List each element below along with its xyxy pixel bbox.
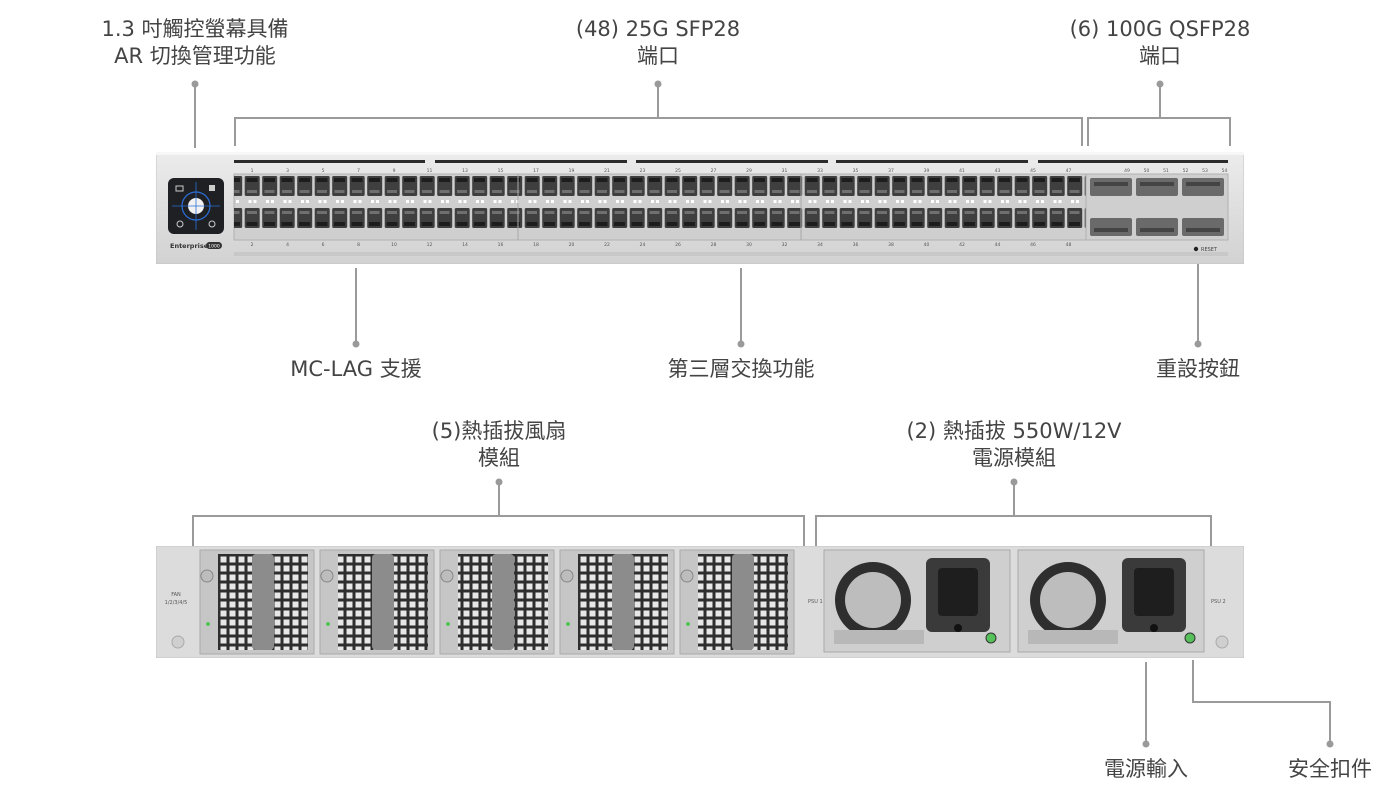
port-label-41: 41 [959, 168, 965, 174]
callout-sfp28-ports: (48) 25G SFP28 端口 [548, 16, 768, 70]
callout-qsfp28-line2: 端口 [1139, 44, 1181, 68]
callout-power-input: 電源輸入 [1104, 757, 1188, 781]
port-label-2: 2 [251, 242, 254, 248]
port-label-46: 46 [1030, 242, 1036, 248]
psu1-label: PSU 1 [808, 599, 823, 605]
callout-sfp28-line1: (48) 25G SFP28 [575, 17, 741, 41]
qsfp-number-labels: 49 50 51 52 53 54 [1124, 168, 1227, 174]
port-label-35: 35 [853, 168, 859, 174]
qsfp-label-50: 50 [1144, 168, 1150, 174]
callout-sfp28-line2: 端口 [637, 44, 679, 68]
port-label-30: 30 [746, 242, 752, 248]
port-label-13: 13 [462, 168, 468, 174]
callout-reset-button: 重設按鈕 [1156, 357, 1240, 381]
port-label-1: 1 [251, 168, 254, 174]
touchscreen-icon[interactable] [168, 178, 224, 234]
port-label-23: 23 [640, 168, 646, 174]
callout-touchscreen-line2: AR 切換管理功能 [114, 44, 276, 68]
fan-modules[interactable] [199, 549, 795, 655]
callout-psu-line1: (2) 熱插拔 550W/12V [906, 419, 1122, 443]
brand-label: Enterprise [170, 242, 209, 250]
callout-touchscreen: 1.3 吋觸控螢幕具備 AR 切換管理功能 [80, 16, 310, 70]
qsfp-label-53: 53 [1202, 168, 1208, 174]
port-label-40: 40 [924, 242, 930, 248]
port-label-33: 33 [817, 168, 823, 174]
callout-fans-line1: (5)熱插拔風扇 [431, 419, 567, 443]
callout-qsfp28-ports: (6) 100G QSFP28 端口 [1055, 16, 1265, 70]
fan-module-2[interactable] [319, 549, 435, 655]
port-label-32: 32 [782, 242, 788, 248]
port-label-20: 20 [569, 242, 575, 248]
port-label-14: 14 [462, 242, 468, 248]
callout-qsfp28-line1: (6) 100G QSFP28 [1069, 17, 1251, 41]
fan-module-4[interactable] [559, 549, 675, 655]
callout-psu-line2: 電源模組 [972, 446, 1056, 470]
qsfp28-ports[interactable] [1085, 173, 1229, 241]
fan-module-3[interactable] [439, 549, 555, 655]
port-label-28: 28 [711, 242, 717, 248]
port-label-25: 25 [675, 168, 681, 174]
port-label-12: 12 [427, 242, 433, 248]
port-label-45: 45 [1030, 168, 1036, 174]
port-label-19: 19 [569, 168, 575, 174]
fan-module-5[interactable] [679, 549, 795, 655]
port-label-26: 26 [675, 242, 681, 248]
fan-module-1[interactable] [199, 549, 315, 655]
port-label-42: 42 [959, 242, 965, 248]
port-label-21: 21 [604, 168, 610, 174]
port-label-39: 39 [924, 168, 930, 174]
callout-touchscreen-line1: 1.3 吋觸控螢幕具備 [101, 17, 289, 41]
rear-panel: FAN 1/2/3/4/5 PSU 1 PSU 2 [156, 546, 1244, 658]
port-label-43: 43 [995, 168, 1001, 174]
port-label-3: 3 [286, 168, 289, 174]
port-label-48: 48 [1066, 242, 1072, 248]
fan-label-2: 1/2/3/4/5 [165, 600, 188, 606]
port-label-31: 31 [782, 168, 788, 174]
qsfp-label-54: 54 [1222, 168, 1228, 174]
port-label-44: 44 [995, 242, 1001, 248]
port-label-38: 38 [888, 242, 894, 248]
port-label-8: 8 [357, 242, 360, 248]
callout-fans-line2: 模組 [478, 446, 520, 470]
qsfp-label-52: 52 [1183, 168, 1189, 174]
port-label-16: 16 [498, 242, 504, 248]
psu-2[interactable]: PSU 2 [1017, 549, 1226, 653]
sfp28-ports[interactable] [234, 152, 1086, 262]
port-label-15: 15 [498, 168, 504, 174]
port-label-5: 5 [322, 168, 325, 174]
port-label-6: 6 [322, 242, 325, 248]
port-label-29: 29 [746, 168, 752, 174]
port-label-18: 18 [533, 242, 539, 248]
port-label-36: 36 [853, 242, 859, 248]
callout-safety-latch: 安全扣件 [1288, 757, 1372, 781]
port-label-7: 7 [357, 168, 360, 174]
port-label-9: 9 [393, 168, 396, 174]
callout-psu: (2) 熱插拔 550W/12V 電源模組 [884, 418, 1144, 472]
qsfp-label-51: 51 [1163, 168, 1169, 174]
port-label-22: 22 [604, 242, 610, 248]
fan-label-1: FAN [171, 592, 181, 598]
callout-mclag: MC-LAG 支援 [290, 357, 422, 381]
model-badge: 1000 [208, 244, 220, 250]
callout-layer3: 第三層交換功能 [667, 357, 815, 381]
psu2-label: PSU 2 [1211, 599, 1226, 605]
callout-fans: (5)熱插拔風扇 模組 [394, 418, 604, 472]
port-label-17: 17 [533, 168, 539, 174]
port-label-34: 34 [817, 242, 823, 248]
port-label-37: 37 [888, 168, 894, 174]
reset-button[interactable] [1193, 246, 1199, 252]
qsfp-label-49: 49 [1124, 168, 1130, 174]
port-label-11: 11 [427, 168, 433, 174]
port-label-4: 4 [286, 242, 289, 248]
reset-label: RESET [1201, 247, 1218, 253]
port-label-27: 27 [711, 168, 717, 174]
port-label-24: 24 [640, 242, 646, 248]
port-label-10: 10 [391, 242, 397, 248]
psu-1[interactable]: PSU 1 [808, 549, 1011, 653]
port-label-47: 47 [1066, 168, 1072, 174]
